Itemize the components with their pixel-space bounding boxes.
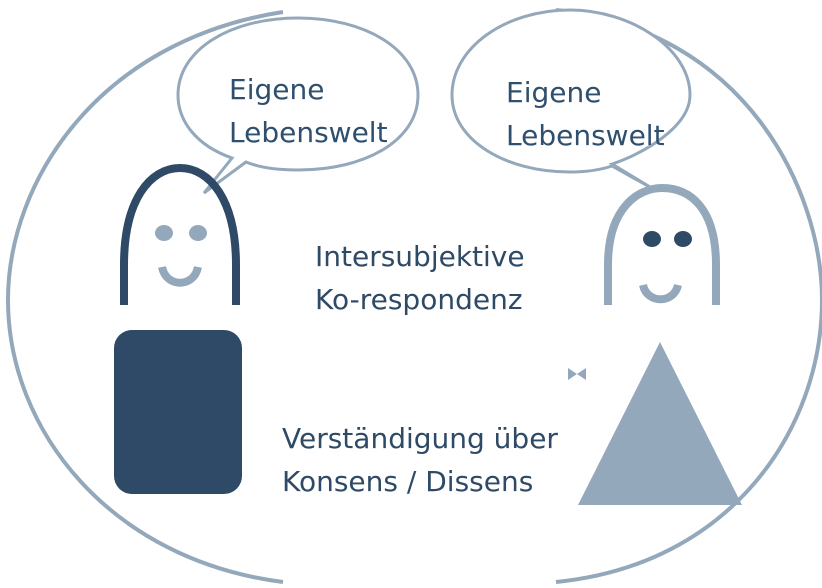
center-line2: Ko-respondenz bbox=[315, 283, 523, 316]
right-person-smile bbox=[639, 283, 682, 304]
right-bubble-line1: Eigene bbox=[506, 76, 602, 109]
left-person-right-eye bbox=[189, 225, 207, 241]
right-person-head-outline bbox=[604, 183, 720, 305]
left-bubble-line1: Eigene bbox=[229, 73, 325, 106]
left-person-body bbox=[114, 330, 242, 494]
center-line1: Intersubjektive bbox=[315, 240, 525, 273]
left-person-smile bbox=[158, 265, 202, 287]
right-speech-bubble bbox=[450, 8, 692, 192]
left-bubble-line2: Lebenswelt bbox=[229, 116, 388, 149]
left-speech-bubble bbox=[176, 16, 420, 195]
bottom-line2: Konsens / Dissens bbox=[282, 465, 534, 498]
left-person bbox=[114, 163, 242, 494]
left-enclosing-arc bbox=[5, 10, 284, 584]
bow-icon bbox=[568, 368, 586, 380]
right-bubble-line2: Lebenswelt bbox=[506, 119, 665, 152]
bottom-line1: Verständigung über bbox=[282, 422, 558, 455]
left-person-left-eye bbox=[155, 225, 173, 241]
left-person-head-outline bbox=[120, 163, 240, 305]
right-person-right-eye bbox=[674, 231, 692, 247]
right-person-left-eye bbox=[643, 231, 661, 247]
right-person-body bbox=[578, 342, 742, 505]
right-enclosing-arc bbox=[555, 8, 822, 584]
right-person bbox=[568, 183, 742, 505]
